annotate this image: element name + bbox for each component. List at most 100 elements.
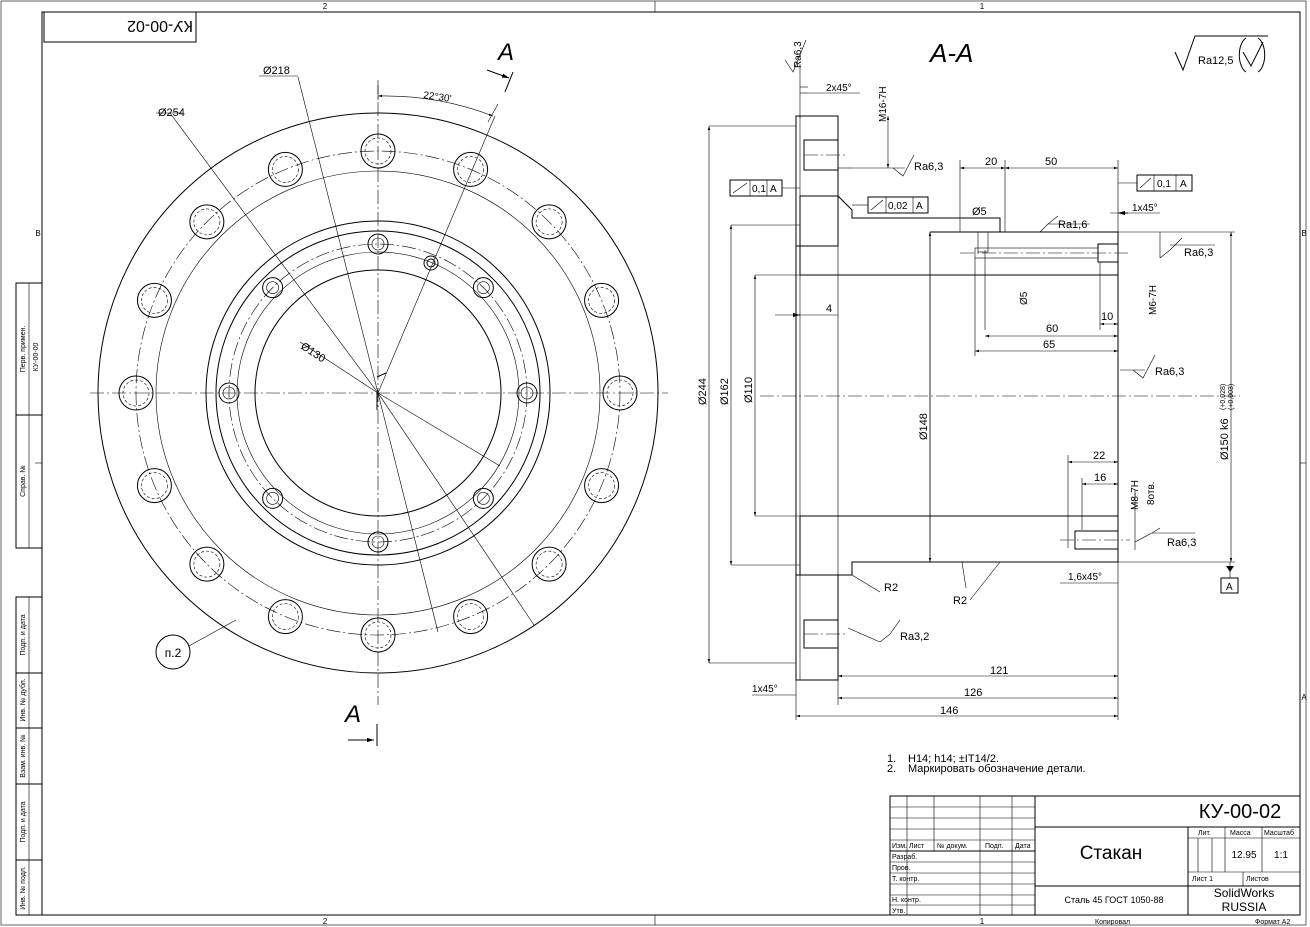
note-2-num: 2.: [887, 763, 896, 775]
dia-148: Ø148: [918, 413, 930, 440]
small-hole: [222, 386, 236, 400]
bolt-hole-thread: [193, 208, 221, 236]
tb-sheet-label: Лист 1: [1192, 876, 1213, 883]
tb-mass-label: Масса: [1230, 830, 1251, 837]
small-hole: [262, 487, 284, 509]
bolt-hole: [602, 375, 638, 411]
small-hole: [371, 237, 385, 251]
ra-m8: Ra6,3: [1167, 537, 1196, 549]
thread-m8: M8-7H: [1130, 480, 1141, 510]
strip-inv-podl: Инв. № подл.: [20, 866, 27, 910]
bolt-hole: [360, 617, 396, 653]
bolt-hole-thread: [364, 621, 392, 649]
ra-thread: Ra6,3: [914, 161, 943, 173]
small-hole: [516, 382, 538, 404]
dia-150: Ø150 k6: [1219, 418, 1231, 460]
dia-5-vert: Ø5: [1019, 291, 1030, 305]
tb-col-list: Лист: [909, 843, 925, 850]
zone-label-top-1: 1: [980, 2, 985, 11]
bolt-hole-thread: [535, 208, 563, 236]
tb-scale-value: 1:1: [1274, 850, 1288, 861]
bolt-hole: [453, 599, 489, 635]
front-angle: 22°30': [423, 90, 453, 105]
tb-designation: КУ-00-02: [1199, 801, 1281, 823]
tb-mass-value: 12.95: [1231, 850, 1256, 861]
ra-1-6: Ra1,6: [1058, 219, 1087, 231]
small-hole: [477, 281, 490, 294]
bolt-hole: [189, 546, 225, 582]
dia-150-tol-upper: (+0,028): [1220, 384, 1227, 410]
tb-sheets-label: Листов: [1246, 876, 1269, 883]
holes-8: 8отв.: [1146, 481, 1157, 505]
bolt-hole: [267, 151, 303, 187]
dim-146: 146: [940, 705, 958, 717]
ra-right-hole: Ra6,3: [1184, 247, 1213, 259]
strip-podp-data-2: Подп. и дата: [20, 801, 27, 842]
section-mark-bottom: А: [343, 701, 361, 728]
dim-126: 126: [964, 687, 982, 699]
front-view: [90, 69, 668, 746]
oil-hole-outer: [423, 255, 439, 271]
bolt-hole: [584, 282, 620, 318]
dim-4: 4: [826, 303, 832, 315]
bolt-hole-thread: [272, 156, 299, 183]
bolt-hole-thread: [588, 287, 615, 314]
dia-244: Ø244: [697, 378, 709, 405]
strip-perv-primen-value: КУ-00-00: [33, 342, 40, 371]
strip-podp-data-1: Подп. и дата: [20, 614, 27, 655]
surface-general: Ra12,5: [1198, 55, 1233, 67]
tol-flat-value: 0,02: [888, 201, 908, 212]
strip-sprav: Справ. №: [20, 465, 27, 497]
tb-scale-label: Масштаб: [1264, 829, 1294, 837]
dia-110: Ø110: [743, 377, 755, 403]
r2-left: R2: [884, 582, 898, 594]
bolt-hole-thread: [606, 379, 634, 407]
left-strip: [15, 282, 43, 916]
ra-3-2: Ra3,2: [900, 631, 929, 643]
chamfer-1-6x45: 1,6x45°: [1068, 572, 1102, 583]
tb-col-podp: Подп.: [985, 843, 1004, 850]
small-hole: [477, 492, 490, 505]
dim-121: 121: [990, 665, 1008, 677]
chamfer-1x45-bottom: 1x45°: [752, 684, 778, 695]
small-hole: [367, 233, 389, 255]
bolt-hole-thread: [364, 137, 392, 165]
bolt-hole-thread: [457, 603, 484, 630]
note-1-num: 1.: [887, 753, 896, 765]
bolt-holes-group: [118, 133, 638, 653]
bolt-hole-thread: [122, 379, 150, 407]
zone-label-right-b: B: [1301, 229, 1306, 238]
corner-code-box: [43, 11, 197, 43]
small-hole: [266, 492, 279, 505]
bolt-hole-thread: [193, 550, 221, 578]
small-hole: [218, 382, 240, 404]
small-holes-group: [218, 233, 538, 553]
tol-perp-left-datum: A: [770, 184, 777, 195]
zone-label-top-2: 2: [323, 2, 328, 11]
bolt-hole: [136, 468, 172, 504]
small-hole: [472, 487, 494, 509]
small-hole: [472, 277, 494, 299]
tb-col-data: Дата: [1015, 843, 1031, 850]
tb-company-2: RUSSIA: [1222, 900, 1267, 914]
small-hole: [367, 531, 389, 553]
dim-16: 16: [1094, 472, 1106, 484]
tb-company-1: SolidWorks: [1214, 886, 1274, 900]
bolt-hole: [531, 204, 567, 240]
zone-label-left-b: B: [35, 229, 40, 238]
tb-col-doc: № докум.: [937, 843, 968, 850]
bolt-hole-thread: [588, 472, 615, 499]
strip-vzam-inv: Взам. инв. №: [20, 734, 27, 777]
title-block: [889, 795, 1301, 916]
zone-label-bottom-2: 2: [323, 917, 328, 926]
bolt-hole: [531, 546, 567, 582]
tol-perp-left-value: 0,1: [752, 184, 766, 195]
tb-row-utv: Утв.: [892, 908, 905, 915]
ra-bore: Ra6,3: [1155, 366, 1184, 378]
chamfer-2x45: 2x45°: [826, 83, 852, 94]
bolt-hole-thread: [457, 156, 484, 183]
dia-150-tol-lower: (+0,003): [1228, 384, 1235, 410]
section-title: А-А: [928, 38, 973, 68]
section-mark-top: А: [496, 39, 514, 66]
bolt-hole: [118, 375, 154, 411]
